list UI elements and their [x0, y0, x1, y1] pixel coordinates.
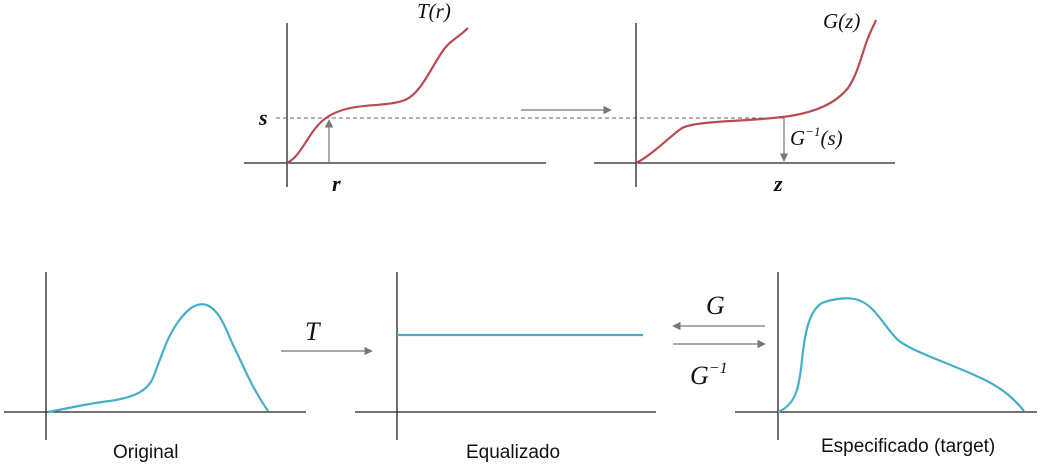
top-right-plot: G(z) G−1(s) z: [594, 9, 895, 196]
target-histogram-curve: [777, 297, 1025, 414]
z-marker-label: z: [773, 171, 783, 196]
t-of-r-curve: [286, 27, 469, 165]
equalized-histogram-plot: Equalizado: [355, 272, 656, 463]
equalized-caption: Equalizado: [466, 442, 560, 463]
t-of-r-label: T(r): [417, 0, 451, 23]
target-histogram-plot: Especificado (target): [735, 272, 1037, 457]
top-left-plot: T(r) s r: [244, 0, 546, 196]
target-caption: Especificado (target): [821, 436, 995, 457]
g-of-z-label: G(z): [823, 9, 860, 33]
g-inverse-label: G−1: [690, 360, 728, 390]
t-transform-label: T: [305, 317, 321, 346]
g-inverse-of-s-label: G−1(s): [790, 124, 843, 150]
s-marker-label: s: [258, 105, 268, 130]
g-forward-label: G: [706, 291, 725, 320]
r-marker-label: r: [332, 171, 341, 196]
original-histogram-curve: [47, 303, 269, 414]
g-of-z-curve: [635, 19, 878, 164]
original-histogram-plot: Original: [4, 272, 306, 463]
original-caption: Original: [113, 442, 178, 463]
